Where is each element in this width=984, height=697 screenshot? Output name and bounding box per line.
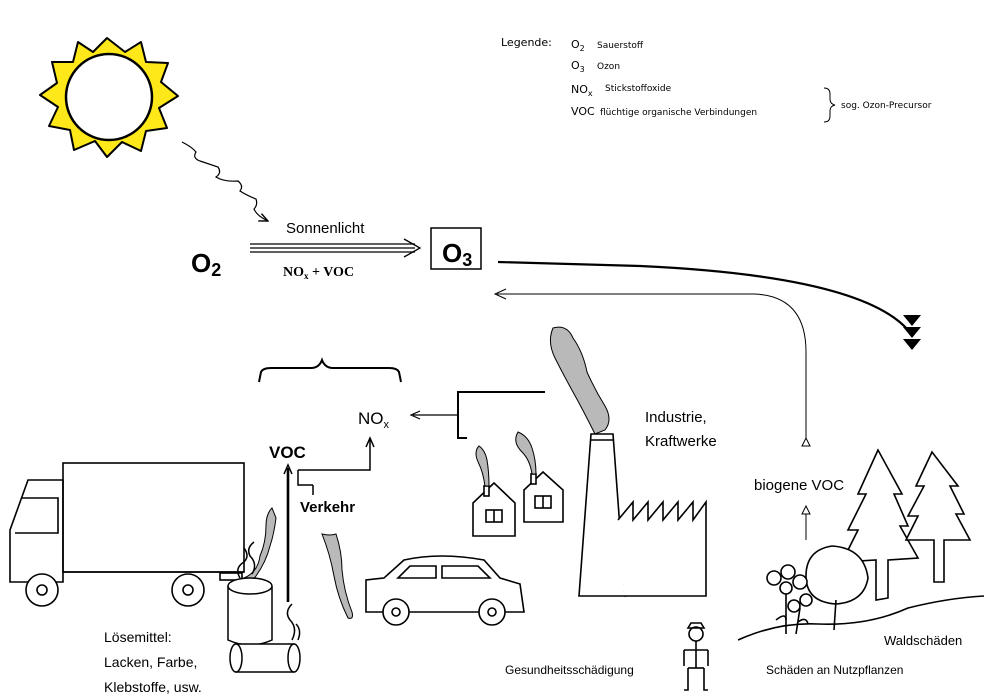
industry-label-1: Industrie, [645, 409, 707, 426]
forest-damage-label: Waldschäden [884, 633, 962, 648]
reaction: O2 Sonnenlicht NOx + VOC O3 [191, 220, 481, 281]
svg-text:O3: O3 [571, 59, 585, 74]
sun-icon [40, 38, 178, 157]
crop-damage-label: Schäden an Nutzpflanzen [766, 663, 903, 677]
svg-text:Ozon: Ozon [597, 62, 620, 72]
svg-text:VOC: VOC [571, 105, 595, 118]
health-damage-label: Gesundheitsschädigung [505, 663, 634, 677]
svg-text:Sauerstoff: Sauerstoff [597, 41, 644, 51]
industry-branch [458, 392, 545, 438]
solvents-label-3: Klebstoffe, usw. [104, 679, 202, 695]
legend-item-voc: VOC flüchtige organische Verbindungen [571, 105, 757, 118]
factory-smoke [550, 327, 609, 434]
truck-exhaust [244, 508, 276, 580]
svg-text:Stickstoffoxide: Stickstoffoxide [605, 84, 672, 94]
legend-item-nox: NOx Stickstoffoxide [571, 83, 672, 98]
person-icon [684, 623, 708, 690]
legend-title: Legende: [501, 36, 552, 49]
sunlight-label: Sonnenlicht [286, 220, 365, 237]
svg-text:NOx: NOx [571, 83, 593, 98]
truck-icon [10, 463, 244, 606]
factory-icon [579, 434, 706, 596]
feedback-arrowhead [802, 438, 810, 446]
house-smoke [476, 446, 489, 486]
legend-bracket-note: sog. Ozon-Precursor [841, 101, 932, 111]
car-exhaust [322, 534, 353, 618]
voc-label: VOC [269, 443, 306, 462]
house-icon [524, 472, 563, 522]
car-icon [366, 556, 524, 625]
traffic-label: Verkehr [300, 499, 355, 516]
nox-label: NOx [358, 409, 390, 431]
sunlight-arrow [182, 142, 268, 221]
legend-item-o3: O3 Ozon [571, 59, 620, 74]
industry-label-2: Kraftwerke [645, 433, 717, 450]
legend-bracket [824, 88, 835, 122]
sources-brace [259, 360, 401, 382]
solvents-label-1: Lösemittel: [104, 629, 172, 645]
biogenic-voc-label: biogene VOC [754, 477, 844, 494]
house-icon [473, 483, 515, 536]
reactant-o2: O2 [191, 248, 221, 280]
legend-item-o2: O2 Sauerstoff [571, 38, 644, 53]
solvents-label-2: Lacken, Farbe, [104, 654, 197, 670]
svg-text:flüchtige organische Verbindun: flüchtige organische Verbindungen [600, 108, 757, 118]
ozone-effect-arrow [498, 262, 908, 330]
legend: Legende: O2 Sauerstoff O3 Ozon NOx Stick… [501, 36, 932, 122]
house-smoke [516, 432, 536, 474]
triple-arrowhead-icon [903, 315, 921, 350]
svg-text:O2: O2 [571, 38, 585, 53]
catalyst-label: NOx + VOC [283, 265, 354, 281]
